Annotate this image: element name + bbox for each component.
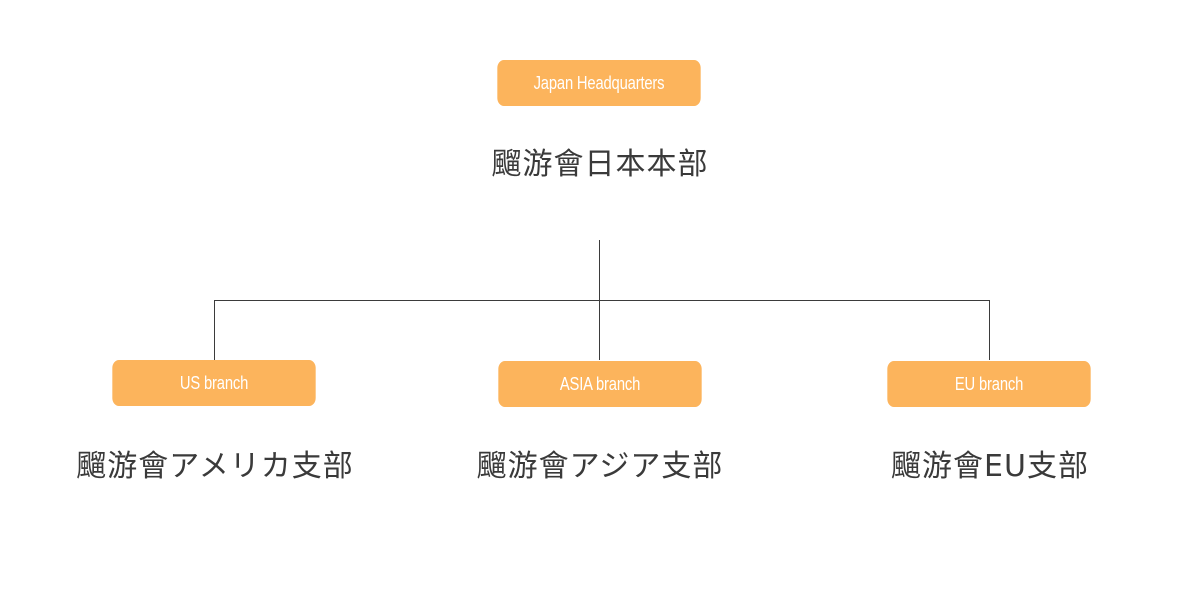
us-branch-badge: US branch	[112, 360, 316, 406]
asia-branch-title: 飀游會アジア支部	[476, 449, 724, 484]
us-branch-badge-label: US branch	[179, 372, 249, 393]
asia-branch-badge: ASIA branch	[498, 361, 702, 407]
eu-branch-title: 飀游會EU支部	[891, 449, 1089, 484]
eu-branch-badge: EU branch	[887, 361, 1091, 407]
hq-title: 飀游會日本本部	[491, 147, 709, 182]
us-branch-title: 飀游會アメリカ支部	[76, 449, 354, 484]
asia-branch-badge-label: ASIA branch	[559, 373, 641, 394]
hq-badge-label: Japan Headquarters	[533, 72, 665, 93]
eu-branch-badge-label: EU branch	[954, 373, 1024, 394]
hq-badge: Japan Headquarters	[497, 60, 701, 106]
